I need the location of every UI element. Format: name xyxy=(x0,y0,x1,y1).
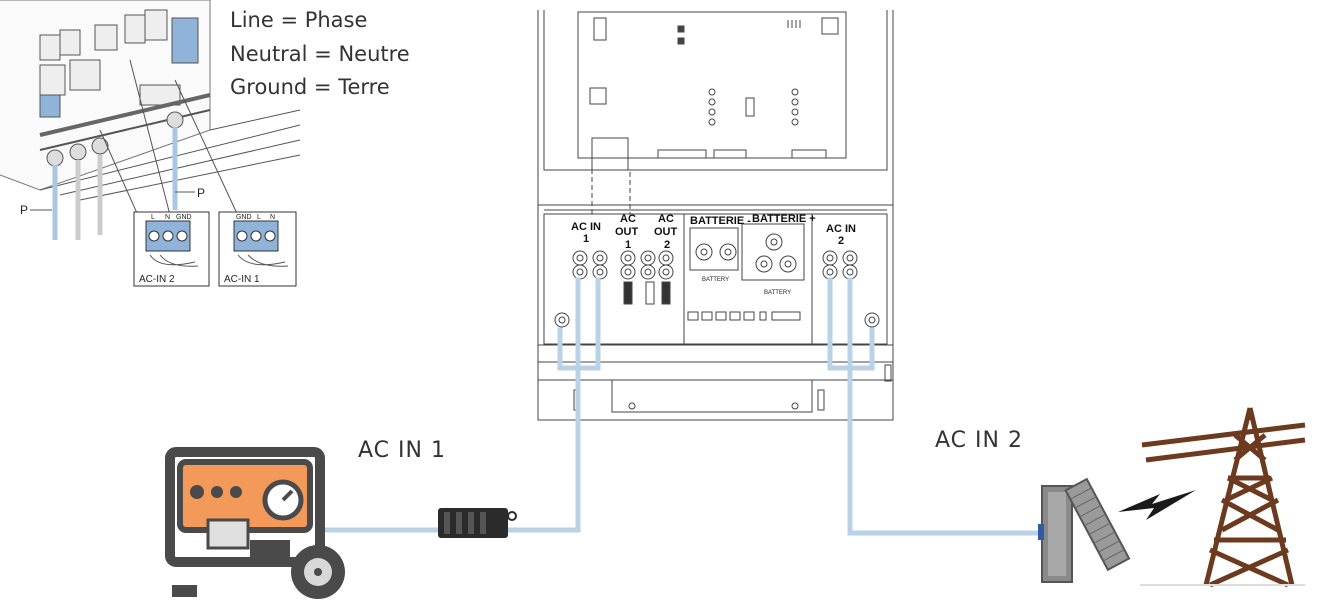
source-label-ac-in-2: AC IN 2 xyxy=(935,428,1023,453)
panel-terminals xyxy=(554,233,880,328)
svg-text:2: 2 xyxy=(664,239,670,251)
svg-text:OUT: OUT xyxy=(615,226,639,238)
svg-text:BATTERY: BATTERY xyxy=(702,277,729,283)
inverter-unit xyxy=(537,10,894,421)
svg-text:GND: GND xyxy=(176,214,192,221)
svg-text:N: N xyxy=(270,214,275,221)
inset-block-ac-in-2 xyxy=(133,211,210,287)
svg-text:OUT: OUT xyxy=(654,226,678,238)
inline-connector-icon xyxy=(438,508,517,538)
legend-neutral: Neutral = Neutre xyxy=(230,42,410,66)
svg-text:N: N xyxy=(165,214,170,221)
inset-p-left: P xyxy=(20,203,28,217)
panel-ac-in-2: AC IN xyxy=(826,223,856,235)
svg-text:L: L xyxy=(257,214,261,221)
svg-text:1: 1 xyxy=(625,239,631,251)
panel-batterie-plus: BATTERIE + xyxy=(752,213,816,225)
source-label-ac-in-1: AC IN 1 xyxy=(358,438,446,463)
panel-ac-in-1: AC IN xyxy=(571,221,601,233)
legend-ground: Ground = Terre xyxy=(230,75,390,99)
legend-line-phase: Line = Phase xyxy=(230,8,368,32)
svg-text:1: 1 xyxy=(583,233,589,245)
grid-meter-icon xyxy=(1038,477,1131,583)
power-tower-icon xyxy=(1141,407,1306,588)
panel-batterie-minus: BATTERIE - xyxy=(690,215,751,227)
inset-p-right: P xyxy=(197,186,205,200)
svg-text:BATTERY: BATTERY xyxy=(764,290,791,296)
inset-block-right-label: AC-IN 1 xyxy=(224,274,260,285)
inset-block-ac-in-1 xyxy=(218,211,297,287)
svg-text:2: 2 xyxy=(838,235,844,247)
inset-block-left-label: AC-IN 2 xyxy=(139,274,175,285)
cables xyxy=(317,277,1043,536)
svg-text:L: L xyxy=(151,214,155,221)
panel-ac-out-1: AC xyxy=(620,213,636,225)
panel-ac-out-2: AC xyxy=(658,213,674,225)
generator-icon xyxy=(165,447,345,599)
svg-text:GND: GND xyxy=(236,214,252,221)
inset-wiring-detail xyxy=(0,0,301,240)
lightning-bolt-icon xyxy=(1118,490,1196,520)
